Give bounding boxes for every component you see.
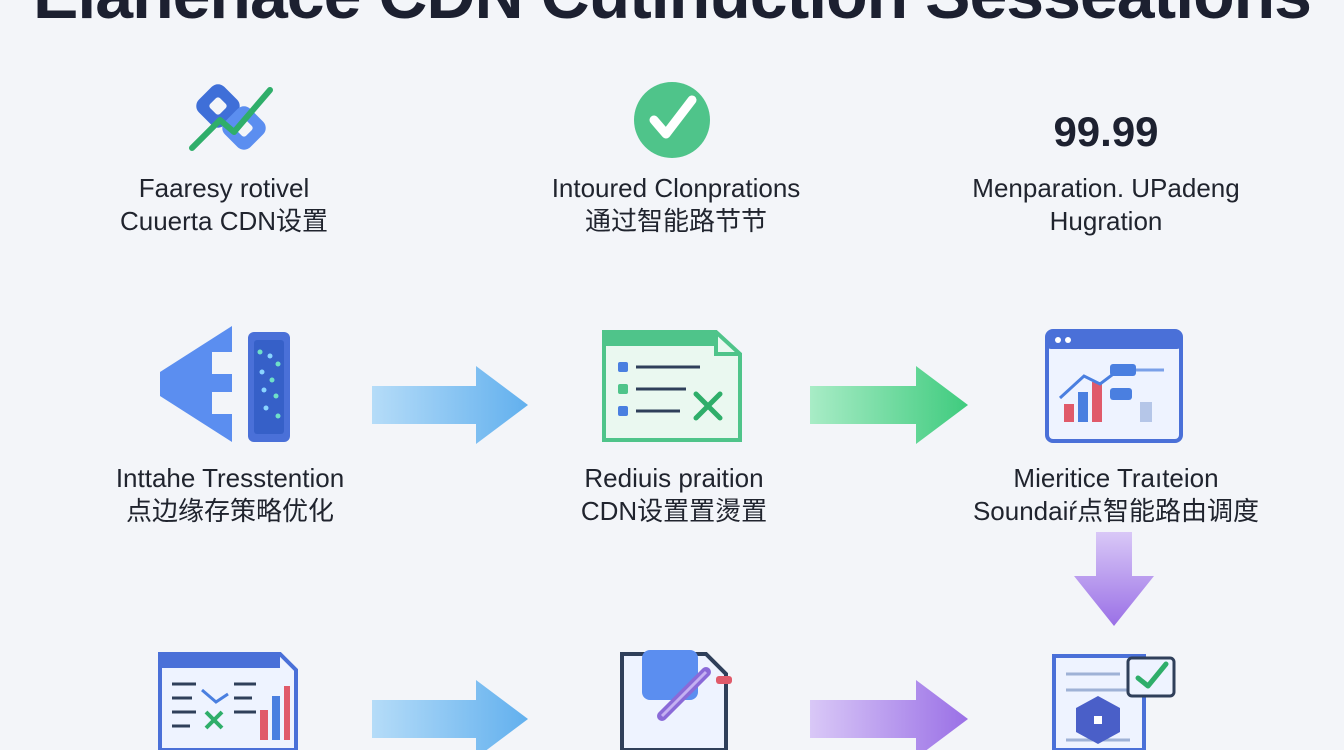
- step-6-line2: Soundaiŕ点智能路由调度: [972, 496, 1260, 526]
- step-2-label: Intoured Clonprations 通过智能路节节: [516, 172, 836, 238]
- checklist-document-icon: [602, 330, 742, 442]
- arrow-right-blue-2: [372, 680, 528, 750]
- arrow-down-purple: [1074, 532, 1154, 626]
- checkmark-circle-icon: [634, 82, 710, 158]
- step-3-label: Menparation. UPadeng Hugration: [946, 172, 1266, 238]
- arrow-right-blue-1: [372, 366, 528, 444]
- step-2-line2: 通过智能路节节: [584, 206, 767, 236]
- step-5-line1: Rediuis praition: [584, 463, 764, 493]
- step-1-line1: Faaresy rotivel: [138, 173, 310, 203]
- step-3-line2: Hugration: [1049, 206, 1163, 236]
- step-3-line1: Menparation. UPadeng: [972, 173, 1240, 203]
- arrow-right-purple: [810, 680, 968, 750]
- dashboard-report-icon: [158, 652, 298, 750]
- page-title: Elanehace CDN Cutinuction Sesseations: [0, 0, 1344, 34]
- verified-document-icon: [1052, 654, 1176, 750]
- step-6-label: Mieritice Traıteion Soundaiŕ点智能路由调度: [946, 462, 1286, 528]
- arrow-right-green: [810, 366, 968, 444]
- step-5-line2: CDN设置置燙置: [580, 496, 768, 526]
- server-speaker-icon: [160, 326, 290, 442]
- step-2-line1: Intoured Clonprations: [551, 173, 801, 203]
- step-6-line1: Mieritice Traıteion: [1013, 463, 1219, 493]
- step-4-label: Inttahe Tresstention 点边缘存策略优化: [80, 462, 380, 528]
- step-1-line2: Cuuerta CDN设置: [119, 206, 329, 236]
- link-chart-icon: [189, 84, 273, 151]
- step-5-label: Rediuis praition CDN设置置燙置: [524, 462, 824, 528]
- stat-number: 99.99: [1053, 108, 1159, 155]
- step-4-line1: Inttahe Tresstention: [115, 463, 345, 493]
- analytics-window-icon: [1045, 329, 1183, 443]
- step-4-line2: 点边缘存策略优化: [125, 496, 334, 526]
- editing-document-icon: [620, 650, 732, 750]
- step-1-label: Faaresy rotivel Cuuerta CDN设置: [74, 172, 374, 238]
